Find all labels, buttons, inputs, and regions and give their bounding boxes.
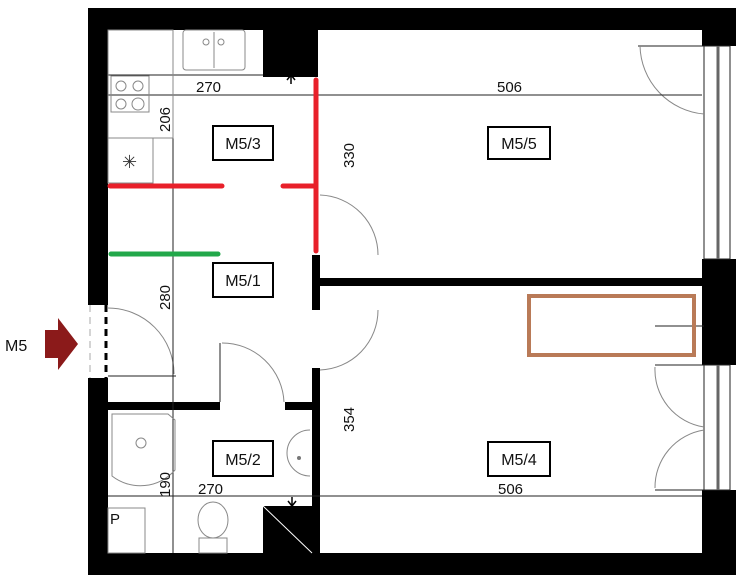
svg-text:206: 206 xyxy=(157,107,174,132)
toilet-icon xyxy=(197,501,229,539)
walls xyxy=(88,8,736,575)
markers xyxy=(107,77,319,257)
svg-text:506: 506 xyxy=(497,79,522,96)
dimension-lines xyxy=(108,30,702,553)
bathroom-fixtures: P xyxy=(107,413,311,554)
drain-icon xyxy=(135,437,147,449)
svg-text:M5/3: M5/3 xyxy=(225,136,261,153)
svg-text:270: 270 xyxy=(196,79,221,96)
room-label-m5-3: M5/3 xyxy=(212,125,274,161)
stove-icon xyxy=(110,75,150,113)
svg-text:280: 280 xyxy=(157,285,174,310)
room-label-m5-4: M5/4 xyxy=(487,441,551,477)
dimension-labels: 270 506 506 270 206 330 280 354 190 xyxy=(157,79,523,498)
entrance-label: M5 xyxy=(5,338,27,355)
svg-text:354: 354 xyxy=(341,407,358,432)
doors xyxy=(219,45,705,491)
room-label-m5-2: M5/2 xyxy=(212,440,274,477)
svg-text:M5/4: M5/4 xyxy=(501,452,537,469)
entrance-door xyxy=(89,305,176,378)
svg-text:330: 330 xyxy=(341,143,358,168)
svg-text:M5/5: M5/5 xyxy=(501,136,537,153)
orange-highlight-box xyxy=(527,294,696,357)
svg-text:M5/2: M5/2 xyxy=(225,452,261,469)
windows xyxy=(703,45,731,491)
room-label-m5-5: M5/5 xyxy=(487,126,551,160)
room-label-m5-1: M5/1 xyxy=(212,262,274,298)
fan-icon: ✳ xyxy=(122,152,137,172)
svg-text:506: 506 xyxy=(498,481,523,498)
shaft-diagonal xyxy=(262,505,313,554)
kitchen-fixtures: ✳ xyxy=(107,29,246,184)
entrance-arrow-icon xyxy=(45,318,78,370)
svg-text:M5/1: M5/1 xyxy=(225,273,261,290)
svg-text:190: 190 xyxy=(157,472,174,497)
svg-text:270: 270 xyxy=(198,481,223,498)
fixture-label: P xyxy=(110,511,120,528)
